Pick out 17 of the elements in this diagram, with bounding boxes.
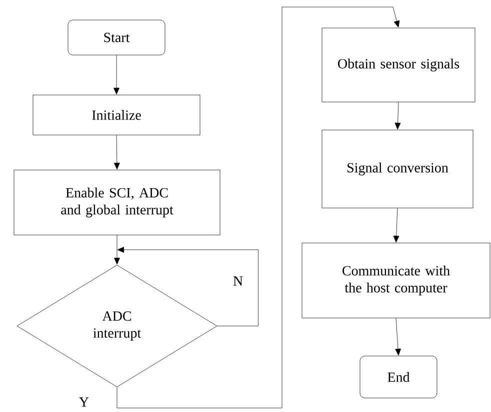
process-box: Obtain sensor signals <box>322 28 476 102</box>
arrow <box>394 102 401 130</box>
edge-label: N <box>232 275 244 287</box>
arrow <box>114 234 120 264</box>
end-terminal: End <box>360 356 438 398</box>
arrow <box>393 208 400 242</box>
process-box: Signal conversion <box>322 130 474 208</box>
process-box: Enable SCI, ADC and global interrupt <box>14 170 220 236</box>
arrow <box>116 6 400 408</box>
arrow <box>114 135 120 170</box>
start-terminal: Start <box>68 20 166 56</box>
edge-label: Y <box>78 396 90 408</box>
arrow <box>395 318 401 356</box>
arrow <box>114 54 120 94</box>
process-box: Communicate with the host computer <box>302 242 490 318</box>
arrow <box>117 246 258 326</box>
process-box: Initialize <box>32 94 200 136</box>
